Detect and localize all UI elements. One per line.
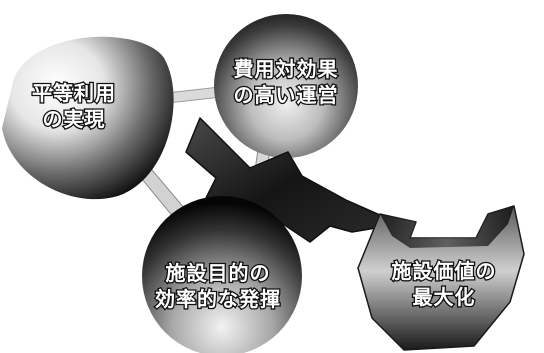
arrow-to-value	[185, 117, 401, 243]
node-purpose: 施設目的の 効率的な発揮	[142, 196, 302, 353]
node-cost-effect-line2: の高い運営	[234, 83, 339, 107]
node-equal-use-line2: の実現	[43, 107, 106, 131]
node-cost-effect-line1: 費用対効果	[234, 57, 339, 81]
node-value-line2: 最大化	[413, 285, 476, 309]
node-purpose-line1: 施設目的の	[166, 261, 271, 285]
sphere-purpose	[142, 196, 302, 353]
sphere-cost-effect	[214, 14, 358, 158]
bowl-value-rim	[380, 206, 514, 248]
node-purpose-line2: 効率的な発揮	[155, 287, 281, 311]
node-value: 施設価値の 最大化	[357, 205, 525, 351]
node-equal-use-line1: 平等利用	[32, 81, 116, 105]
node-cost-effect: 費用対効果 の高い運営	[214, 14, 358, 158]
node-equal-use: 平等利用 の実現	[2, 36, 174, 200]
sphere-equal-use	[2, 36, 174, 200]
node-value-line1: 施設価値の	[392, 259, 497, 283]
